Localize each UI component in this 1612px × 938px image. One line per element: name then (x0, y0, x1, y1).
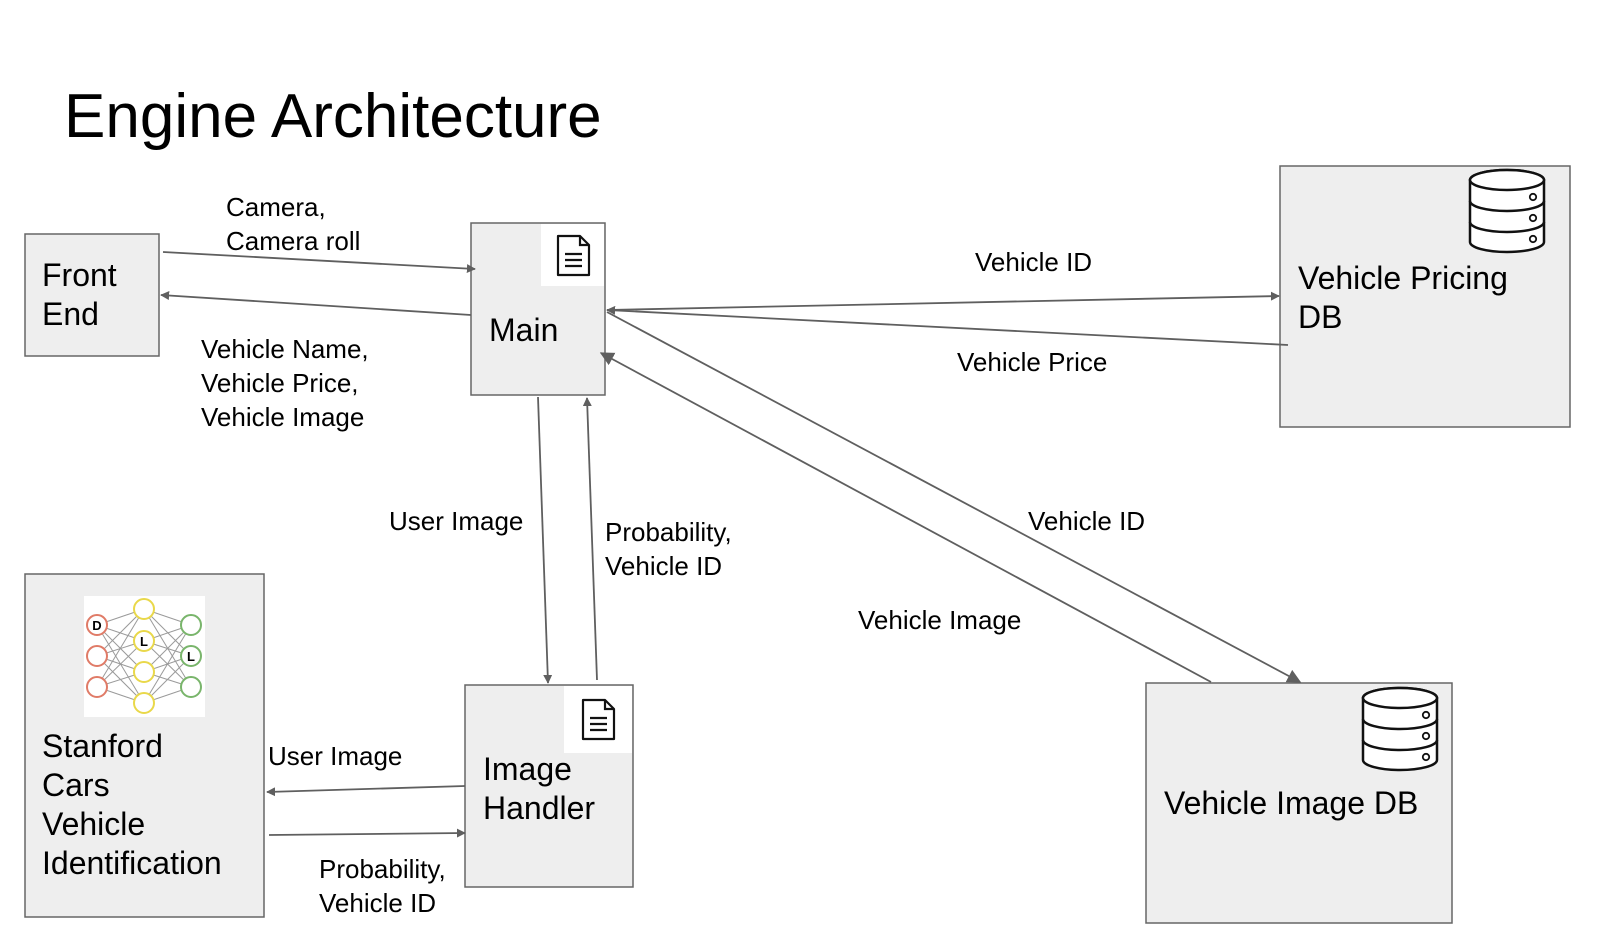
edge-label: Vehicle ID (605, 551, 722, 581)
edge-label: Vehicle ID (319, 888, 436, 918)
node-label: Front (42, 257, 117, 293)
edge-frontend-to-main: Camera, Camera roll (162, 192, 476, 274)
database-icon (1361, 686, 1439, 772)
node-label: End (42, 296, 99, 332)
page-title: Engine Architecture (64, 82, 602, 151)
node-label: Cars (42, 767, 110, 803)
node-label: Main (489, 312, 558, 348)
node-label: Vehicle Image DB (1164, 785, 1418, 821)
edge-label: Camera, (226, 192, 326, 222)
svg-text:Vehicle Image DB: Vehicle Image DB (1164, 785, 1418, 821)
node-stanford-cars: D L L Stanford Cars Vehicle Identification (24, 573, 265, 918)
edge-label: User Image (268, 741, 402, 771)
node-label: Image (483, 751, 572, 787)
edge-label: Vehicle Name, (201, 334, 369, 364)
svg-text:Probability, Vehicle ID: Probability, Vehicle ID (605, 517, 739, 581)
svg-text:Vehicle ID: Vehicle ID (1028, 506, 1145, 536)
edge-label: Vehicle ID (975, 247, 1092, 277)
document-icon (556, 234, 591, 277)
edge-label: Probability, (605, 517, 732, 547)
edge-stanford-to-image-handler: Probability, Vehicle ID (268, 828, 466, 918)
node-vehicle-pricing-db: Vehicle Pricing DB (1279, 165, 1571, 428)
edge-label: Vehicle ID (1028, 506, 1145, 536)
svg-text:Stanford Cars Vehi: Stanford Cars Vehicle Identification (42, 728, 222, 881)
edge-image-handler-to-stanford: User Image (266, 741, 466, 797)
nn-node-letter: L (187, 649, 195, 664)
svg-text:Vehicle ID: Vehicle ID (975, 247, 1092, 277)
edge-main-to-image-handler: User Image (389, 396, 553, 684)
edge-label: Vehicle Image (201, 402, 364, 432)
svg-text:Vehicle Image: Vehicle Image (858, 605, 1021, 635)
database-icon (1468, 168, 1546, 254)
edge-main-to-frontend: Vehicle Name, Vehicle Price, Vehicle Ima… (160, 291, 472, 432)
node-label: Vehicle (42, 806, 145, 842)
neural-network-icon: D L L (86, 598, 202, 714)
nn-node-letter: D (92, 618, 101, 633)
edge-label: Probability, (319, 854, 446, 884)
svg-text:Main: Main (489, 312, 558, 348)
edge-image-handler-to-main: Probability, Vehicle ID (582, 397, 739, 681)
edge-label: Vehicle Image (858, 605, 1021, 635)
node-label: Handler (483, 790, 595, 826)
svg-text:Vehicle Name, Vehicle Pr: Vehicle Name, Vehicle Price, Vehicle Ima… (201, 334, 376, 432)
edge-label: Vehicle Price (957, 347, 1107, 377)
node-main: Main (470, 222, 606, 396)
edge-pricing-db-to-main: Vehicle Price (606, 305, 1289, 377)
svg-text:User Image: User Image (268, 741, 402, 771)
node-vehicle-image-db: Vehicle Image DB (1145, 682, 1453, 924)
svg-text:Camera, Camera roll: Camera, Camera roll (226, 192, 360, 256)
node-label: Stanford (42, 728, 163, 764)
node-label: Vehicle Pricing (1298, 260, 1508, 296)
svg-text:User Image: User Image (389, 506, 523, 536)
svg-text:Probability, Vehicle ID: Probability, Vehicle ID (319, 854, 453, 918)
edge-label: Vehicle Price, (201, 368, 359, 398)
node-label: Identification (42, 845, 222, 881)
edge-main-to-pricing-db: Vehicle ID (606, 247, 1280, 311)
svg-text:Front End: Front End (42, 257, 126, 332)
svg-text:Image Handler: Image Handler (483, 751, 595, 826)
svg-text:Vehicle Pricing DB: Vehicle Pricing DB (1298, 260, 1517, 335)
svg-text:Vehicle Price: Vehicle Price (957, 347, 1107, 377)
edge-label: Camera roll (226, 226, 360, 256)
node-front-end: Front End (24, 233, 160, 357)
node-image-handler: Image Handler (464, 684, 634, 888)
document-icon (581, 698, 616, 741)
edge-image-db-to-main: Vehicle Image (599, 352, 1212, 683)
edge-main-to-image-db: Vehicle ID (606, 311, 1302, 683)
node-label: DB (1298, 299, 1342, 335)
nn-node-letter: L (140, 634, 148, 649)
edge-label: User Image (389, 506, 523, 536)
